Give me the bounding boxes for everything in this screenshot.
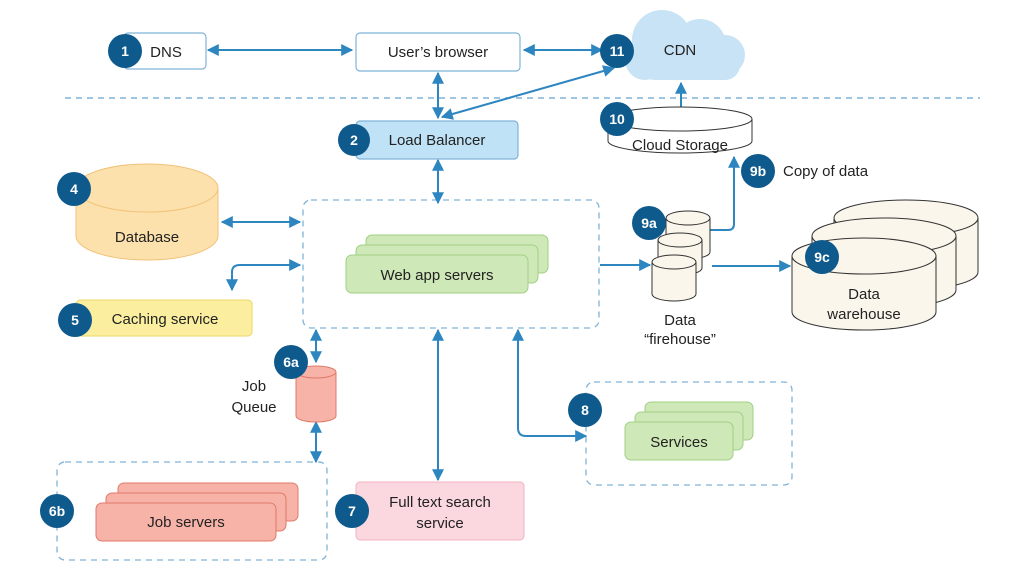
services-label: Services: [650, 434, 708, 451]
badge-7-text: 7: [348, 503, 356, 519]
badge-9c: 9c: [805, 240, 839, 274]
badge-4-text: 4: [70, 181, 78, 197]
cloud-storage-label: Cloud Storage: [632, 137, 728, 154]
firehose-label-line1: Data: [664, 312, 696, 329]
badge-8-text: 8: [581, 402, 589, 418]
badge-1-text: 1: [121, 43, 129, 59]
badge-1: 1: [108, 34, 142, 68]
browser-node: User’s browser: [355, 32, 521, 72]
job-servers-label: Job servers: [147, 514, 225, 531]
badge-8: 8: [568, 393, 602, 427]
badge-9a-text: 9a: [641, 215, 657, 231]
badge-11-text: 11: [610, 43, 625, 59]
caching-service-node: Caching service: [75, 299, 253, 337]
caching-service-label: Caching service: [112, 311, 219, 328]
cdn-label: CDN: [664, 42, 697, 59]
web-app-servers-label: Web app servers: [380, 267, 493, 284]
job-queue-label-line1: Job: [242, 378, 266, 395]
job-servers-node: Job servers: [95, 482, 299, 542]
badge-11: 11: [600, 34, 634, 68]
badge-5: 5: [58, 303, 92, 337]
badge-10: 10: [600, 102, 634, 136]
cdn-cloud: CDN: [625, 10, 745, 80]
badge-9b: 9b: [741, 154, 775, 188]
copy-of-data-label: Copy of data: [783, 163, 869, 180]
dns-node: DNS: [123, 32, 207, 70]
badge-9b-text: 9b: [750, 163, 766, 179]
services-container: [585, 381, 793, 486]
job-queue-label-line2: Queue: [231, 399, 276, 416]
badge-10-text: 10: [609, 111, 625, 127]
database-label: Database: [115, 229, 179, 246]
job-servers-container: [56, 461, 328, 561]
badge-5-text: 5: [71, 312, 79, 328]
arrow-webservers-services: [512, 328, 588, 442]
badge-7: 7: [335, 494, 369, 528]
badge-6b-text: 6b: [49, 503, 65, 519]
warehouse-node: Data warehouse: [791, 199, 979, 331]
dns-label: DNS: [150, 44, 182, 61]
load-balancer-label: Load Balancer: [389, 132, 486, 149]
badge-2-text: 2: [350, 132, 358, 148]
badge-2: 2: [338, 124, 370, 156]
full-text-search-label-line1: Full text search: [389, 494, 491, 511]
services-node: Services: [624, 401, 754, 461]
badge-6b: 6b: [40, 494, 74, 528]
arrow-caching-webservers: [226, 259, 302, 292]
full-text-search-label-line2: service: [416, 515, 464, 532]
badge-9a: 9a: [632, 206, 666, 240]
full-text-search-node: Full text search service: [355, 481, 525, 541]
firehose-node: Data “firehouse”: [644, 210, 716, 348]
cloud-storage-node: Cloud Storage: [607, 106, 753, 154]
badge-9c-text: 9c: [814, 249, 830, 265]
badge-4: 4: [57, 172, 91, 206]
warehouse-label-line2: warehouse: [826, 306, 900, 323]
badge-6a-text: 6a: [283, 354, 299, 370]
database-node: Database: [75, 163, 219, 261]
load-balancer-node: Load Balancer: [355, 120, 519, 160]
arrow-loadbalancer-cdn: [440, 65, 616, 120]
arrow-firehose-storage: [710, 155, 740, 231]
web-app-servers-node: Web app servers: [345, 234, 549, 294]
firehose-label-line2: “firehouse”: [644, 331, 716, 348]
badge-6a: 6a: [274, 345, 308, 379]
browser-label: User’s browser: [388, 44, 488, 61]
warehouse-label-line1: Data: [848, 286, 880, 303]
